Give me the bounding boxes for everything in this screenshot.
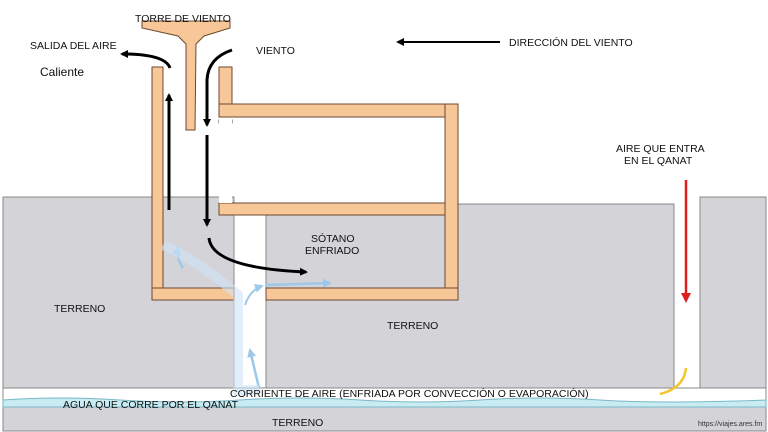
label-hot: Caliente	[40, 65, 84, 79]
tower-inner-wall-outline	[218, 66, 233, 105]
label-air-in-2: EN EL QANAT	[624, 155, 693, 167]
label-basement-2: ENFRIADO	[305, 245, 359, 257]
tower-cap	[141, 20, 231, 131]
cool-air-shaft-arrow	[244, 283, 264, 306]
basement-flow-arrow	[207, 237, 308, 276]
warm-flow-curve	[659, 367, 688, 396]
water-surface	[2, 397, 767, 408]
label-hot-air-exit: SALIDA DEL AIRE	[30, 40, 117, 52]
tower-left-wall	[151, 66, 164, 299]
building-walls	[151, 66, 459, 301]
label-wind-direction: DIRECCIÓN DEL VIENTO	[509, 36, 633, 49]
basement-floor-right	[265, 287, 459, 301]
wind-inflow-arrow	[203, 48, 233, 127]
roof-slab	[218, 103, 459, 118]
ground-right-block	[699, 196, 767, 389]
label-ground-left: TERRENO	[54, 303, 105, 315]
label-water: AGUA QUE CORRE POR EL QANAT	[63, 399, 239, 411]
label-air-in-1: AIRE QUE ENTRA	[616, 143, 705, 155]
cool-air-glow	[160, 240, 259, 395]
hot-air-exit-arrow	[120, 50, 172, 69]
label-tower: TORRE DE VIENTO	[135, 13, 231, 25]
label-ground-bottom: TERRENO	[272, 417, 323, 429]
cool-air-basement-arrow	[265, 278, 332, 288]
cool-air-riser-arrow	[247, 348, 261, 389]
building-right-wall	[444, 103, 459, 301]
basement-floor-slab	[151, 287, 235, 301]
label-source: https://viajes.ares.fm	[698, 421, 762, 428]
label-wind: VIENTO	[256, 45, 295, 57]
label-ground-center: TERRENO	[387, 320, 438, 332]
tower-inner-wall-mid	[219, 117, 232, 203]
middle-floor-slab	[218, 202, 446, 216]
label-basement-1: SÓTANO	[311, 232, 355, 245]
label-air-current: CORRIENTE DE AIRE (ENFRIADA POR CONVECCI…	[230, 387, 589, 400]
